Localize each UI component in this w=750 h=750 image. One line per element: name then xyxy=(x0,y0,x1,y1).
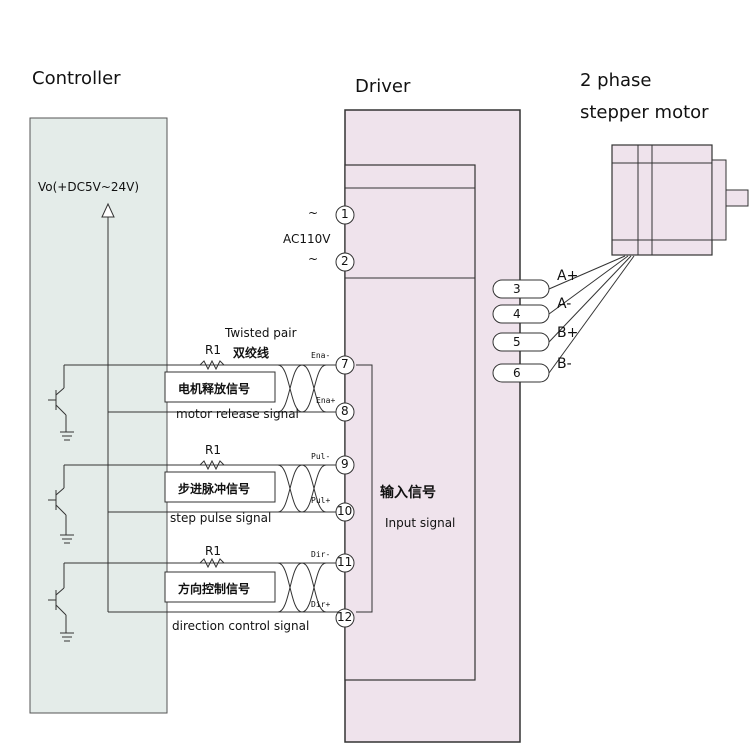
pulse-signal-box xyxy=(164,471,276,503)
stepper-motor xyxy=(611,144,749,256)
terminal-4: 4 xyxy=(513,307,521,321)
direction-signal-cn: 方向控制信号 xyxy=(178,582,251,596)
release-signal-en: motor release signal xyxy=(176,407,299,421)
release-signal-box xyxy=(164,371,276,403)
motor-heading-line2: stepper motor xyxy=(580,102,709,123)
terminal-11: 11 xyxy=(337,555,353,569)
resistor-label: R1 xyxy=(205,343,221,357)
pin-label-dir-plus: Dir+ xyxy=(311,600,331,609)
phase-b-minus: B- xyxy=(557,356,572,372)
input-signal-en: Input signal xyxy=(385,516,456,530)
terminal-7: 7 xyxy=(341,357,349,371)
phase-a-minus: A- xyxy=(557,296,572,312)
transistor-icon xyxy=(48,465,74,544)
terminal-6: 6 xyxy=(513,366,521,380)
pulse-signal-cn: 步进脉冲信号 xyxy=(178,482,251,496)
terminal-8: 8 xyxy=(341,404,349,418)
terminal-10: 10 xyxy=(337,504,353,518)
driver-inner-panel xyxy=(344,164,476,681)
direction-signal-box xyxy=(164,571,276,603)
input-bracket xyxy=(356,364,373,613)
transistor-icon xyxy=(48,563,74,642)
direction-signal-en: direction control signal xyxy=(172,619,310,633)
terminal-5: 5 xyxy=(513,335,521,349)
terminal-3: 3 xyxy=(513,282,521,296)
twisted-pair-cn-label: 双绞线 xyxy=(233,346,270,360)
phase-b-plus: B+ xyxy=(557,325,579,341)
twisted-pair-label: Twisted pair xyxy=(225,326,297,340)
pulse-signal-en: step pulse signal xyxy=(170,511,272,525)
terminal-1: 1 xyxy=(341,207,349,221)
supply-voltage-label: Vo(+DC5V~24V) xyxy=(38,180,140,194)
resistor-label: R1 xyxy=(205,544,221,558)
ac-tilde-top: ~ xyxy=(308,206,319,220)
pin-label-pul-minus: Pul- xyxy=(311,452,331,461)
ac-tilde-bottom: ~ xyxy=(308,252,319,266)
phase-a-plus: A+ xyxy=(557,268,579,284)
terminal-2: 2 xyxy=(341,254,349,268)
transistor-icon xyxy=(48,365,74,441)
release-signal-cn: 电机释放信号 xyxy=(178,382,251,396)
resistor-label: R1 xyxy=(205,443,221,457)
terminal-9: 9 xyxy=(341,457,349,471)
controller-heading: Controller xyxy=(32,68,121,89)
controller-box xyxy=(29,117,168,714)
motor-heading-line1: 2 phase xyxy=(580,70,652,91)
pin-label-ena-plus: Ena+ xyxy=(316,396,336,405)
pin-label-dir-minus: Dir- xyxy=(311,550,331,559)
input-signal-cn: 输入信号 xyxy=(380,485,436,501)
terminal-12: 12 xyxy=(337,610,353,624)
driver-heading: Driver xyxy=(355,76,411,97)
pin-label-ena-minus: Ena- xyxy=(311,351,331,360)
ac-voltage-label: AC110V xyxy=(283,232,331,246)
pin-label-pul-plus: Pul+ xyxy=(311,496,331,505)
supply-arrow-icon xyxy=(101,202,115,218)
